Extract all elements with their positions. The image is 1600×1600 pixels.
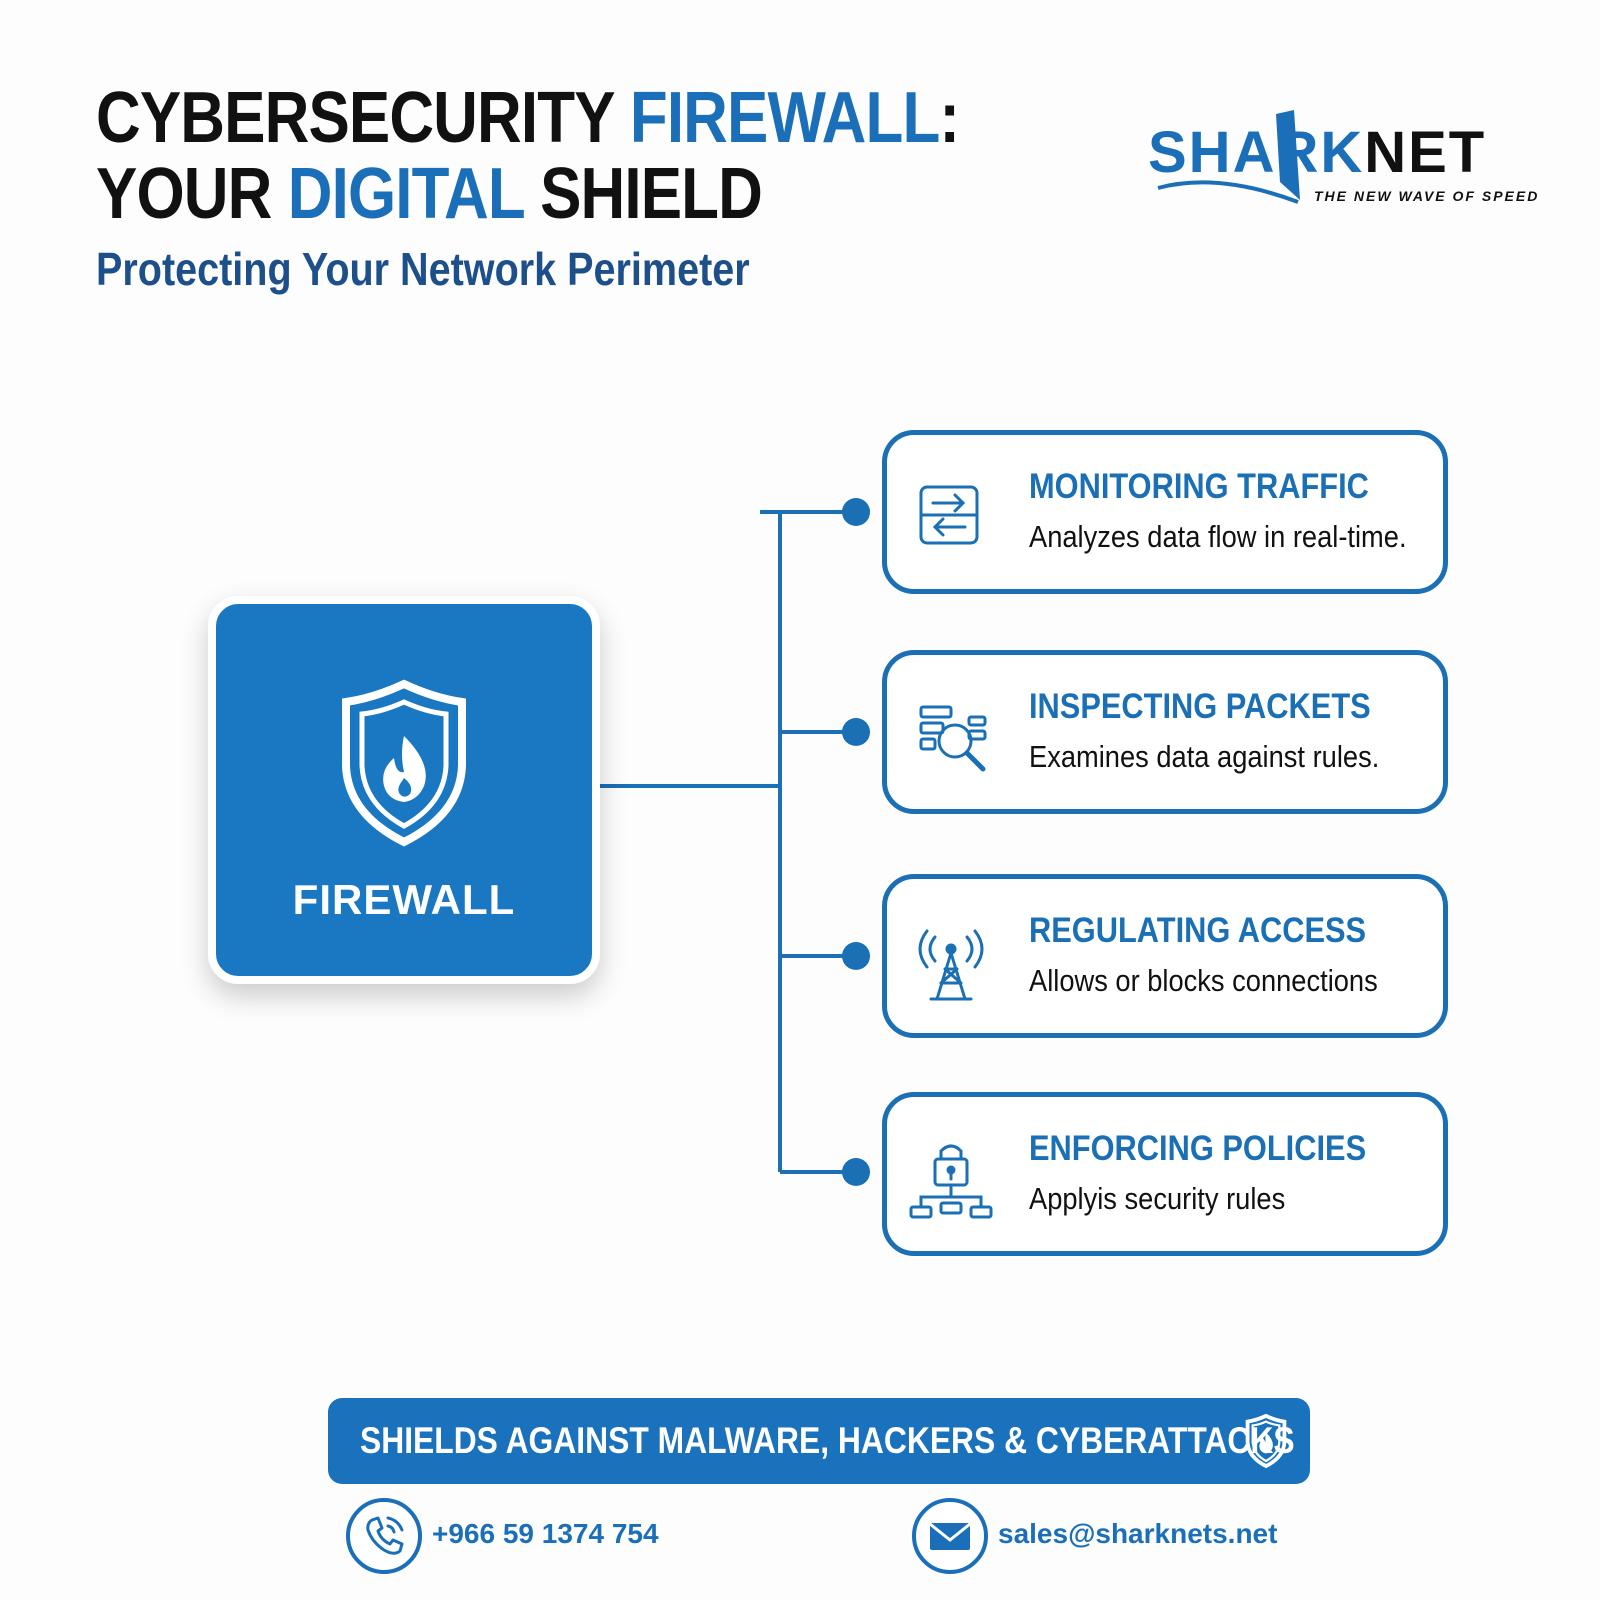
sharknet-logo: SHARKNET THE NEW WAVE OF SPEED [1148,108,1548,208]
feature-title: ENFORCING POLICIES [1029,1129,1367,1168]
feature-card-inspecting: INSPECTING PACKETS Examines data against… [882,650,1448,814]
shield-flame-icon [342,679,466,847]
page-title: CYBERSECURITY FIREWALL: YOUR DIGITAL SHI… [96,78,960,234]
phone-number[interactable]: +966 59 1374 754 [432,1518,659,1549]
firewall-label: FIREWALL [292,876,516,923]
email-contact[interactable]: sales@sharknets.net [910,1496,1290,1576]
email-address[interactable]: sales@sharknets.net [998,1518,1278,1549]
feature-title: REGULATING ACCESS [1029,911,1367,950]
logo-wordmark: SHARKNET [1148,122,1486,184]
protection-banner: SHIELDS AGAINST MALWARE, HACKERS & CYBER… [328,1398,1310,1484]
feature-description: Analyzes data flow in real-time. [1029,519,1407,554]
feature-card-regulating: REGULATING ACCESS Allows or blocks conne… [882,874,1448,1038]
logo-word-part2: NET [1364,120,1487,185]
firewall-box: FIREWALL [208,596,600,984]
phone-contact[interactable]: +966 59 1374 754 [344,1496,704,1576]
feature-card-enforcing: ENFORCING POLICIES Applyis security rule… [882,1092,1448,1256]
logo-word-part1: SHARK [1148,120,1365,185]
title-accent-1: FIREWALL [629,78,940,158]
feature-title: INSPECTING PACKETS [1029,687,1371,726]
packet-magnifier-icon [919,705,987,772]
page-subtitle: Protecting Your Network Perimeter [96,243,750,295]
connector-dot [842,718,870,746]
feature-title: MONITORING TRAFFIC [1029,467,1369,506]
title-colon: : [939,78,960,158]
banner-text: SHIELDS AGAINST MALWARE, HACKERS & CYBER… [360,1420,1295,1461]
feature-description: Applyis security rules [1029,1181,1286,1216]
feature-card-monitoring: MONITORING TRAFFIC Analyzes data flow in… [882,430,1448,594]
phone-icon [346,1498,422,1574]
connector-dot [842,942,870,970]
logo-tagline: THE NEW WAVE OF SPEED [1314,188,1540,204]
logo-wave-icon [1157,110,1300,204]
feature-description: Allows or blocks connections [1029,963,1378,998]
traffic-arrows-icon [919,485,979,545]
title-dark-2: YOUR [96,154,288,234]
title-dark-1: CYBERSECURITY [96,78,630,158]
envelope-icon [912,1498,988,1574]
lock-network-icon [909,1144,993,1219]
shield-flame-icon [1245,1414,1287,1468]
signal-tower-icon [918,929,984,1001]
title-end-2: SHIELD [523,154,763,234]
connector-dot [842,498,870,526]
connector-dot [842,1158,870,1186]
title-accent-2: DIGITAL [287,154,525,234]
feature-description: Examines data against rules. [1029,739,1380,774]
